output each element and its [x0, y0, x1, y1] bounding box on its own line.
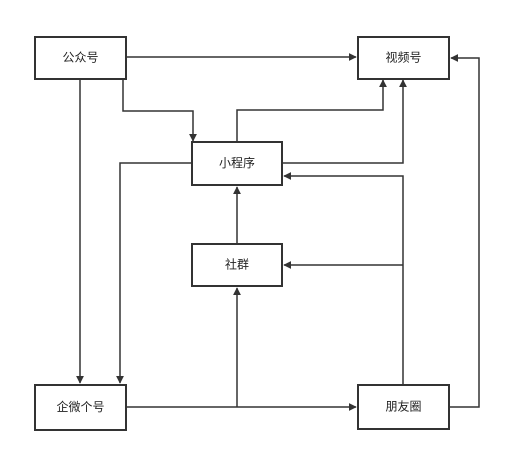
- node-label-qiwei: 企微个号: [56, 399, 104, 414]
- edge-xiaochengxu-to-shipinhao-right: [282, 79, 407, 164]
- node-shipinhao: 视频号: [357, 36, 450, 80]
- edge-pengyouquan-to-shipinhao: [450, 54, 480, 408]
- node-label-shipinhao: 视频号: [385, 50, 421, 65]
- node-gongzhonghao: 公众号: [34, 36, 127, 80]
- node-label-gongzhonghao: 公众号: [62, 51, 98, 65]
- node-qiwei: 企微个号: [34, 384, 127, 431]
- edge-pengyouquan-to-xiaochengxu: [283, 172, 404, 385]
- node-label-pengyouquan: 朋友圈: [385, 400, 421, 414]
- node-xiaochengxu: 小程序: [191, 141, 283, 186]
- edge-xiaochengxu-to-shipinhao-top: [236, 79, 387, 141]
- edge-xiaochengxu-to-qiwei: [116, 162, 192, 384]
- node-label-shequn: 社群: [225, 257, 249, 272]
- node-pengyouquan: 朋友圈: [357, 384, 450, 430]
- node-shequn: 社群: [191, 243, 283, 287]
- edge-gongzhonghao-to-xiaochengxu: [122, 79, 197, 142]
- edges: [76, 53, 480, 411]
- node-label-xiaochengxu: 小程序: [219, 155, 255, 170]
